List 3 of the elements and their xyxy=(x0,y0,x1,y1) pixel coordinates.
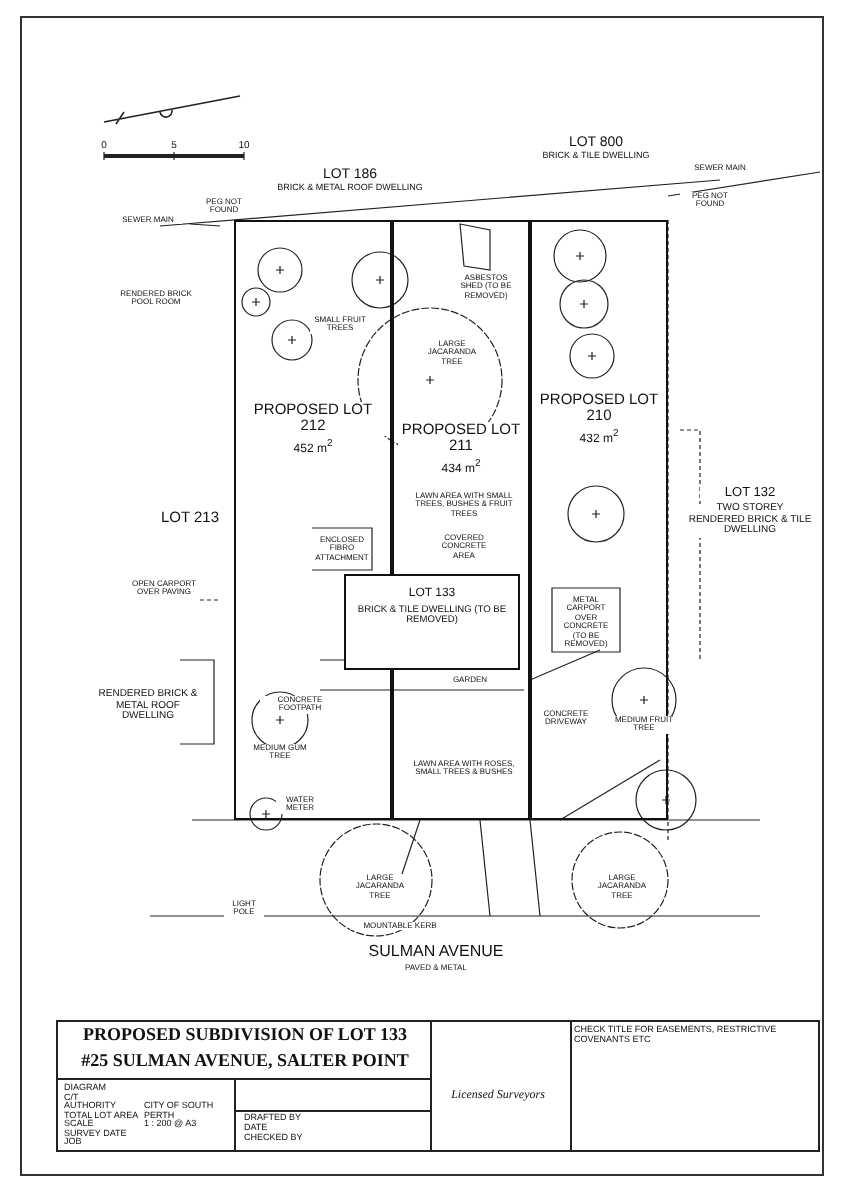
dwelling-outline xyxy=(344,574,520,670)
address-text: #25 SULMAN AVENUE, SALTER POINT xyxy=(79,1052,411,1072)
title: PROPOSED SUBDIVISION OF LOT 133 xyxy=(80,1024,410,1044)
